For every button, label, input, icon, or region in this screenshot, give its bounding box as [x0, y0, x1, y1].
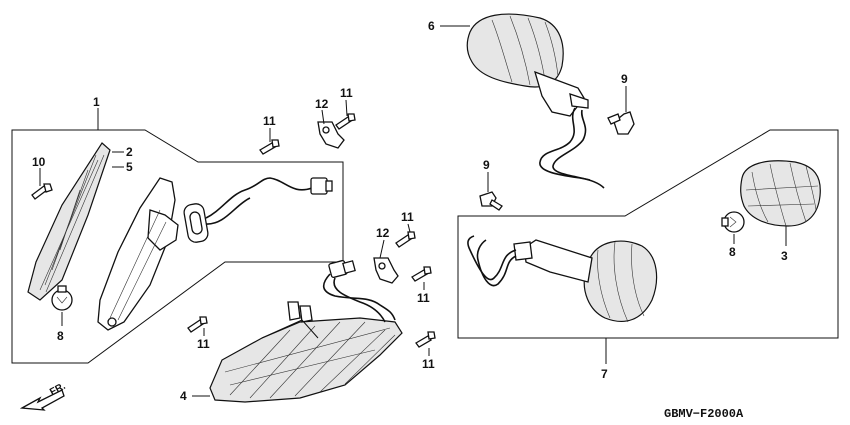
screw-11-f [415, 331, 436, 348]
wire-harness-front [322, 259, 396, 323]
screw-11-c [335, 113, 356, 130]
callout-11-middle: 11 [401, 210, 414, 224]
callout-11-top-right: 11 [340, 86, 353, 100]
callout-10: 10 [32, 155, 46, 169]
callout-8-right: 8 [729, 245, 736, 259]
screw-10 [31, 183, 53, 200]
bulb-8-right [721, 211, 745, 233]
bracket-12-b [373, 257, 399, 284]
group-outline-rear-right [457, 129, 839, 339]
callout-8-left: 8 [57, 329, 64, 343]
screw-11-d [395, 231, 416, 248]
callout-11-left-top: 11 [263, 114, 276, 128]
callout-7: 7 [601, 367, 608, 381]
screw-11-e [411, 266, 432, 282]
callout-11-left-bottom: 11 [197, 337, 210, 351]
front-label: FR. [48, 381, 68, 398]
housing-5 [97, 177, 179, 331]
lens-4 [209, 301, 403, 403]
callout-5: 5 [126, 160, 133, 174]
screw-9-a [607, 111, 635, 135]
winker-7 [467, 235, 658, 323]
winker-6 [466, 13, 605, 189]
wire-harness-left [183, 177, 333, 243]
lens-3 [740, 160, 821, 227]
callout-9-top: 9 [621, 72, 628, 86]
lens-2 [27, 142, 111, 301]
screw-11-a [187, 316, 208, 333]
callout-9-middle: 9 [483, 158, 490, 172]
drawing-code: GBMV−F2000A [664, 407, 744, 421]
callout-12-middle: 12 [376, 226, 390, 240]
bracket-12-a [317, 121, 345, 149]
callout-12-top: 12 [315, 97, 329, 111]
callout-3: 3 [781, 249, 788, 263]
callout-4: 4 [180, 389, 187, 403]
bulb-8-left [51, 285, 73, 311]
callout-2: 2 [126, 145, 133, 159]
callout-11-bottom: 11 [422, 357, 435, 371]
callout-1: 1 [93, 95, 100, 109]
callout-11-middle-lower: 11 [417, 291, 430, 305]
callout-6: 6 [428, 19, 435, 33]
screw-11-b [259, 139, 280, 155]
screw-9-b [479, 191, 503, 211]
front-arrow-icon [19, 389, 65, 411]
leader-lines [39, 25, 787, 397]
